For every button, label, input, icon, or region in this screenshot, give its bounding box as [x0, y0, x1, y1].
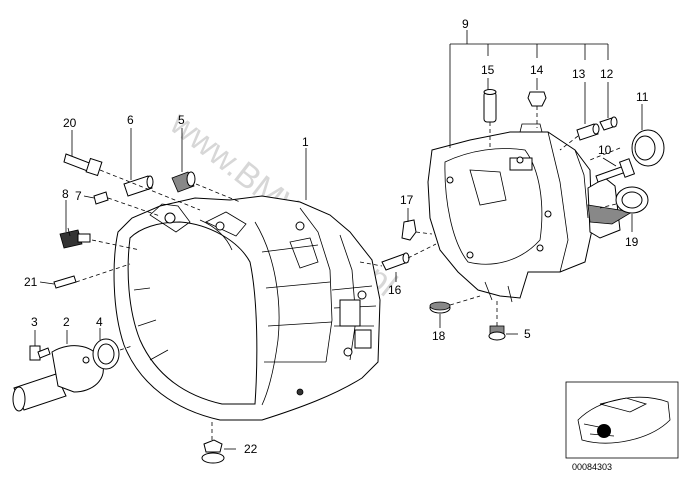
callout-6: 6	[127, 113, 134, 127]
callout-12: 12	[600, 67, 614, 81]
callout-8: 8	[62, 187, 69, 201]
bolt-3	[29, 345, 51, 361]
plug-22	[201, 439, 225, 464]
plug-14	[527, 91, 547, 107]
callout-13: 13	[572, 67, 586, 81]
bracket-17	[401, 219, 417, 241]
callout-4: 4	[96, 315, 103, 329]
sensor-20	[63, 153, 103, 177]
seal-ring-11	[631, 129, 665, 167]
inset-code: 00084303	[572, 462, 612, 472]
seal-19	[615, 186, 649, 214]
callout-22: 22	[244, 442, 258, 456]
pin-15	[483, 91, 497, 123]
callout-19: 19	[625, 235, 639, 249]
guide-tube-2	[12, 345, 104, 412]
callout-11: 11	[636, 90, 649, 104]
seal-4	[92, 338, 120, 370]
callout-18: 18	[432, 329, 446, 343]
callout-10: 10	[598, 143, 612, 157]
bolt-10	[595, 158, 636, 183]
callout-17: 17	[400, 193, 414, 207]
callout-5-left: 5	[178, 113, 185, 127]
transmission-housing-rear	[427, 123, 634, 303]
callout-5-right: 5	[524, 327, 531, 341]
switch-8	[59, 227, 91, 249]
plug-5-right	[488, 325, 506, 341]
dowel-16	[381, 252, 410, 271]
plug-5-left	[171, 171, 196, 193]
callout-14: 14	[530, 63, 544, 77]
sleeve-13	[576, 123, 600, 141]
callout-9: 9	[462, 17, 469, 31]
callout-16: 16	[388, 283, 402, 297]
sleeve-6	[123, 175, 154, 197]
callout-15: 15	[481, 63, 495, 77]
transmission-housing-front	[113, 195, 381, 421]
leader-lines	[34, 30, 643, 450]
pin-7	[93, 191, 109, 205]
callout-1: 1	[302, 135, 309, 149]
sleeve-12	[599, 116, 618, 131]
callout-20: 20	[63, 116, 77, 130]
callout-21: 21	[24, 275, 38, 289]
callout-2: 2	[63, 315, 70, 329]
vehicle-inset	[565, 381, 679, 459]
cap-18	[429, 301, 451, 314]
callout-labels: 9 15 14 13 12 11 10 19 17 16 18 5 1 20 6…	[24, 17, 649, 456]
pin-21	[53, 275, 77, 289]
callout-7: 7	[75, 189, 82, 203]
callout-3: 3	[31, 315, 38, 329]
